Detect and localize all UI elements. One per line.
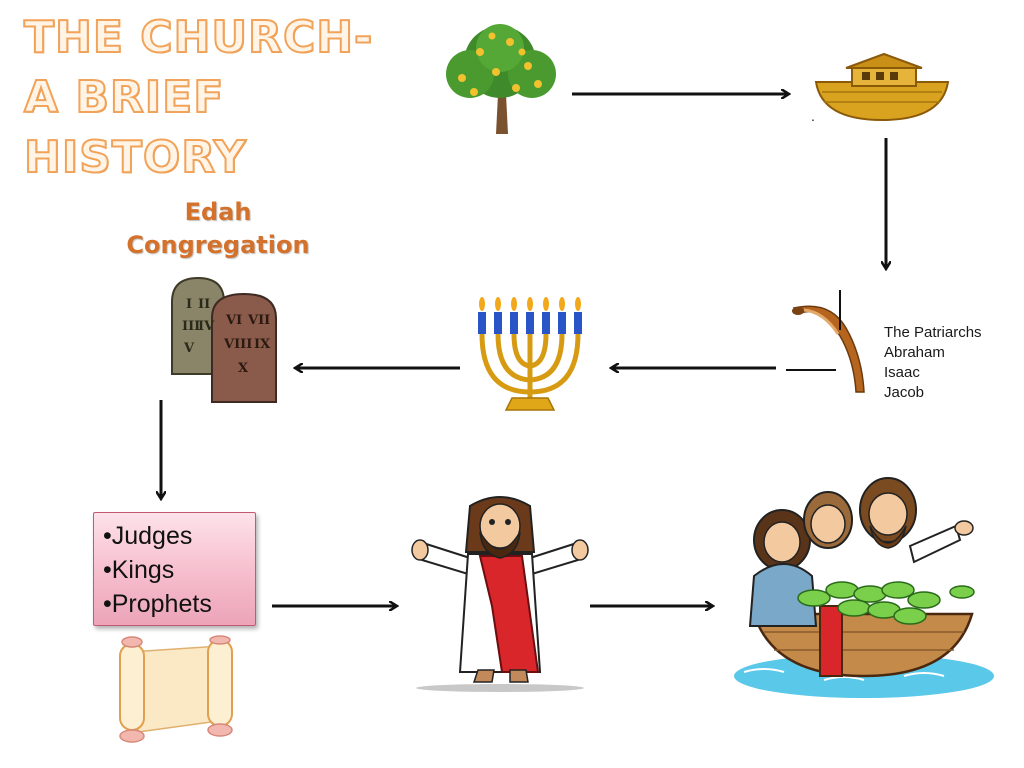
svg-text:VIII: VIII xyxy=(223,337,252,352)
title-line-2: A BRIEF xyxy=(23,71,225,124)
judges-kings-prophets-box: •Judges •Kings •Prophets xyxy=(93,512,256,626)
title-line-1: THE CHURCH- xyxy=(23,11,374,64)
svg-text:III: III xyxy=(182,319,200,334)
jesus-icon xyxy=(411,496,589,692)
title-line-3: HISTORY xyxy=(23,131,247,184)
svg-text:VII: VII xyxy=(247,313,270,328)
congregation-word: Congregation xyxy=(126,231,310,259)
scroll-icon xyxy=(119,635,233,743)
dot-mark: . xyxy=(811,108,815,124)
svg-text:VI: VI xyxy=(225,313,242,328)
menorah-icon xyxy=(478,297,582,411)
fishermen-boat-icon xyxy=(734,477,994,698)
svg-text:II: II xyxy=(198,297,210,312)
patriarch-abraham: Abraham xyxy=(884,344,945,361)
page-title: THE CHURCH- A BRIEF HISTORY xyxy=(23,8,374,188)
patriarchs-list: The Patriarchs Abraham Isaac Jacob xyxy=(884,323,1019,403)
svg-text:I: I xyxy=(186,297,192,312)
edah-label: Edah Congregation xyxy=(118,196,318,262)
tree-icon xyxy=(446,24,556,134)
ark-icon xyxy=(814,52,950,122)
svg-text:V: V xyxy=(183,341,195,356)
list-item-kings: •Kings xyxy=(103,556,175,584)
svg-text:IX: IX xyxy=(254,337,271,352)
patriarchs-heading: The Patriarchs xyxy=(884,324,982,341)
list-item-prophets: •Prophets xyxy=(103,590,212,618)
patriarchs-bracket xyxy=(786,290,841,371)
patriarch-jacob: Jacob xyxy=(884,384,925,401)
edah-word: Edah xyxy=(184,198,252,226)
shofar-icon xyxy=(792,305,865,393)
patriarch-isaac: Isaac xyxy=(884,364,920,381)
svg-text:X: X xyxy=(238,361,249,376)
svg-text:IV: IV xyxy=(198,319,215,334)
list-item-judges: •Judges xyxy=(103,522,193,550)
